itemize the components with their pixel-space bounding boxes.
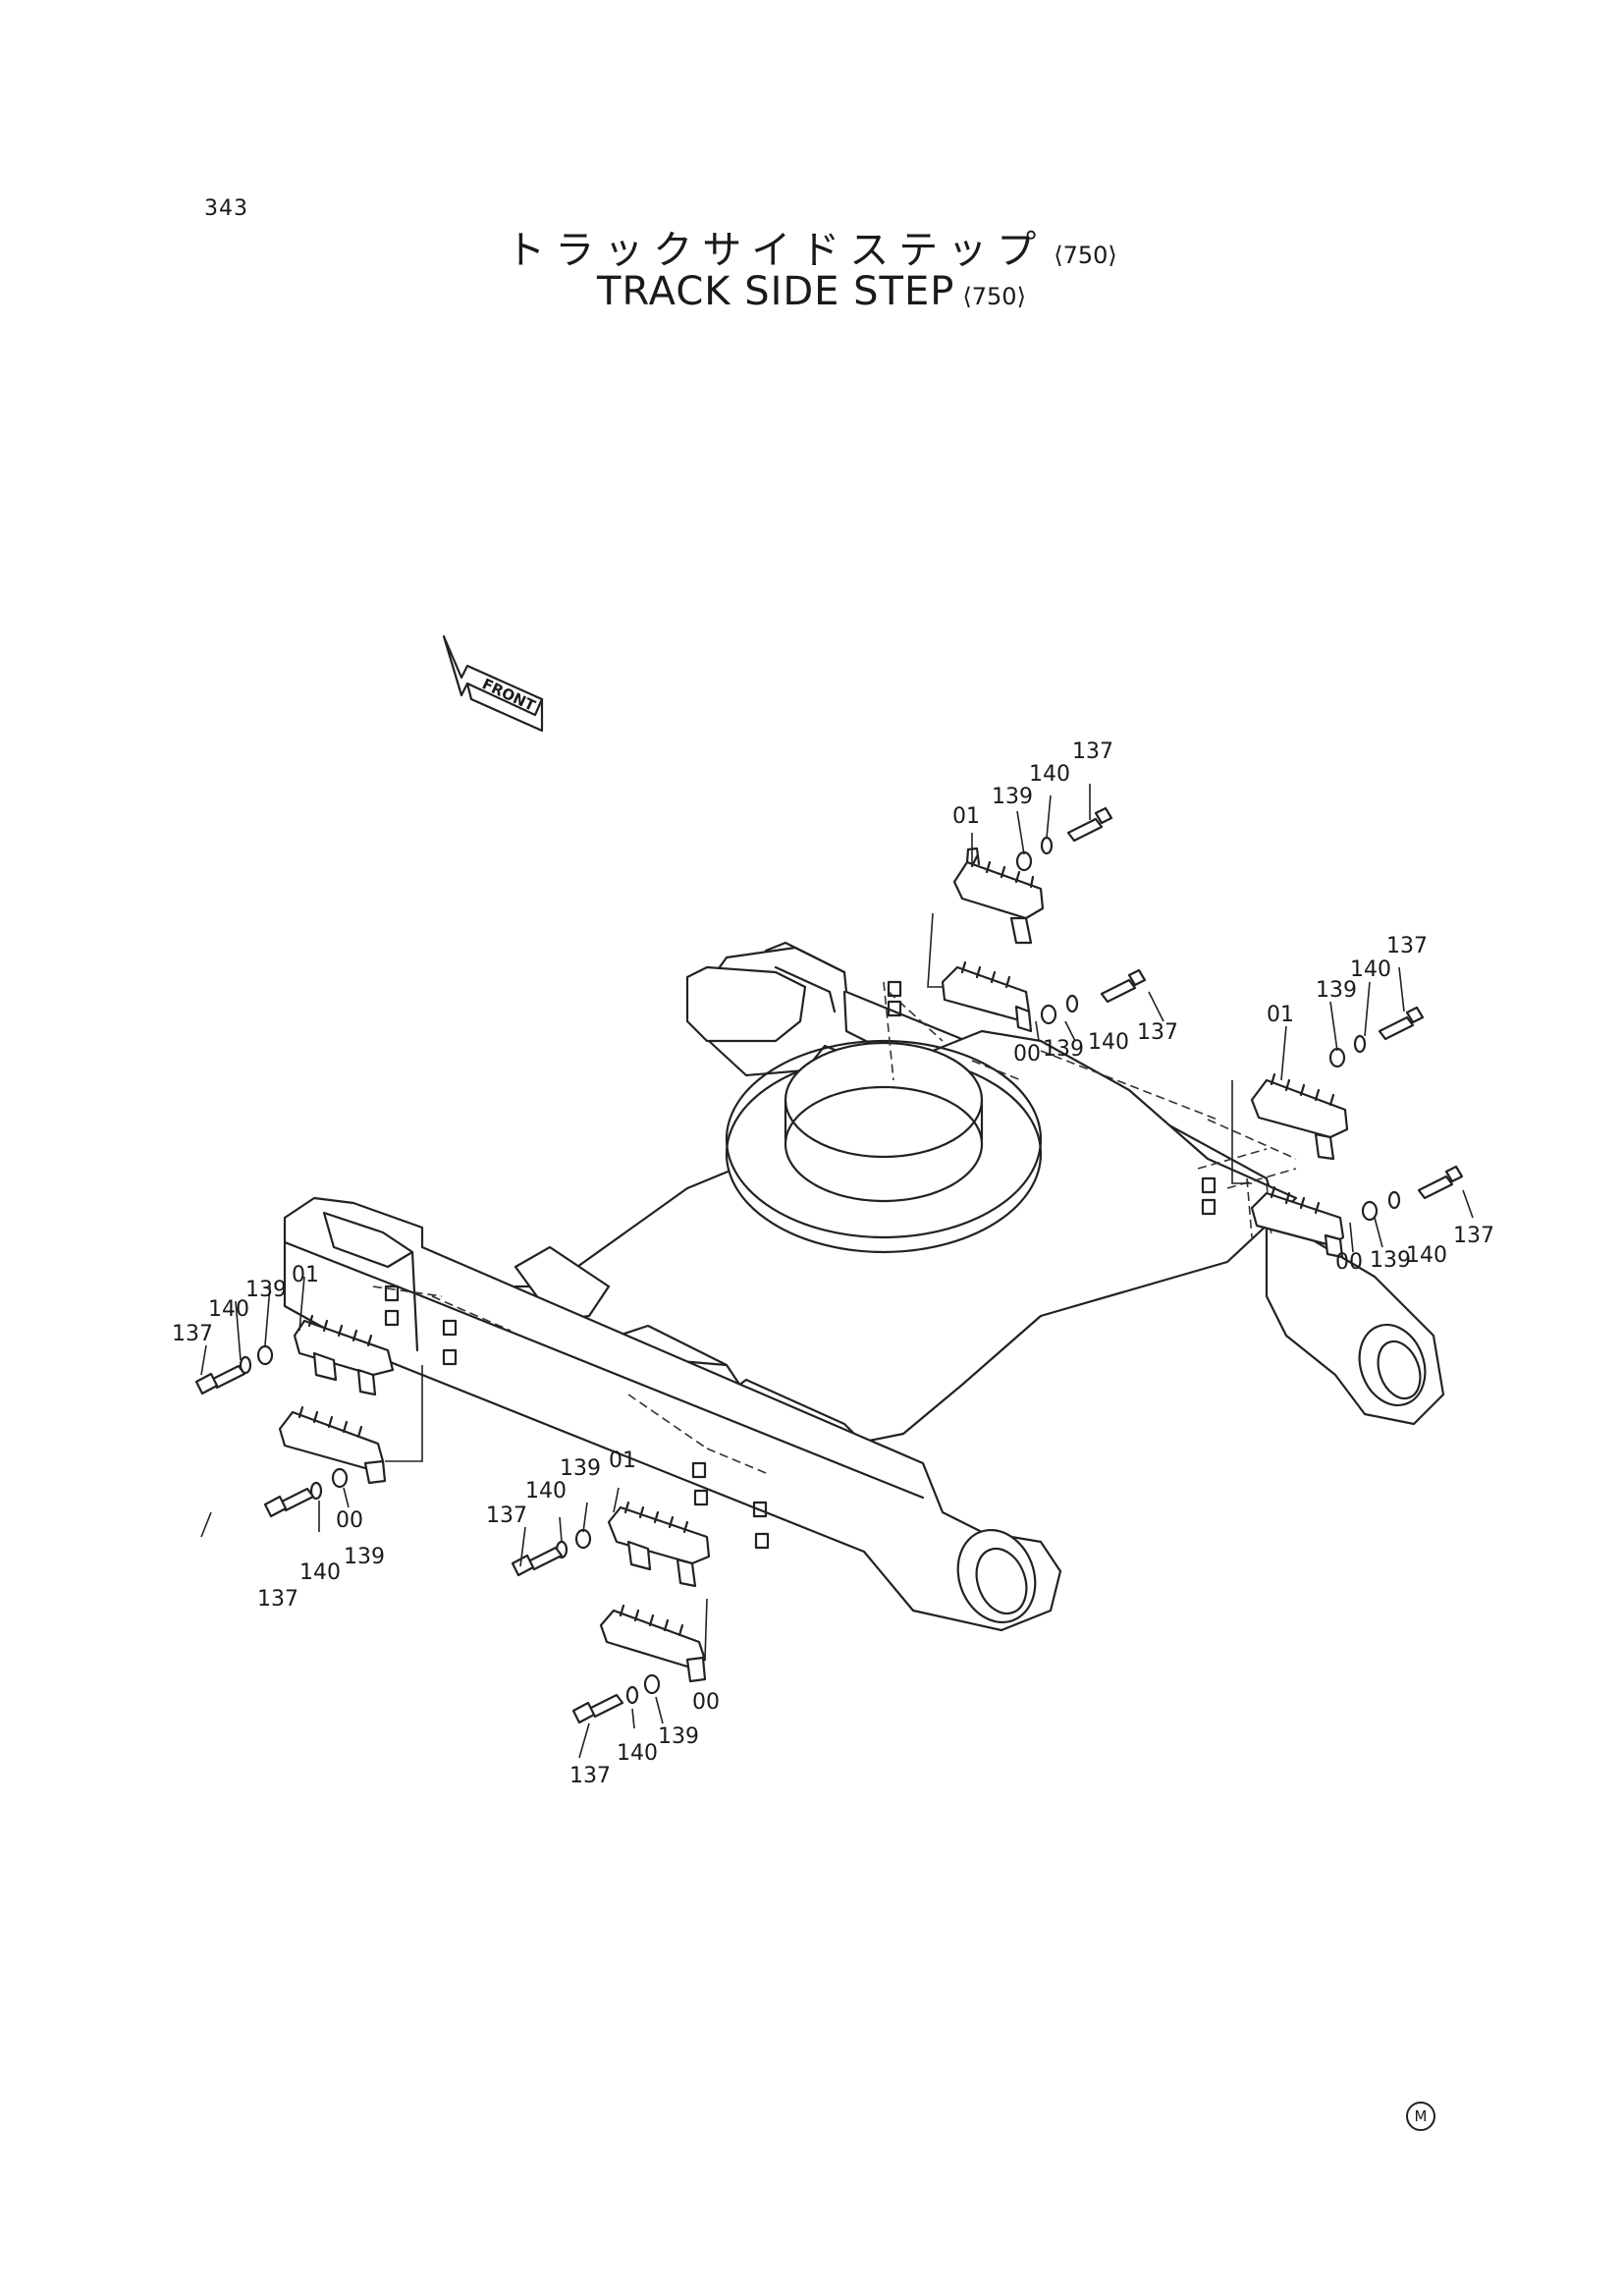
frame-mount-blocks [384, 980, 1217, 1550]
front-arrow-icon: FRONT [442, 634, 544, 733]
callout-r-mid-137: 137 [1453, 1224, 1494, 1248]
corner-mark: M [1406, 2102, 1435, 2131]
callout-tr-top-139: 139 [992, 785, 1033, 809]
callout-l-bot-137: 137 [257, 1587, 298, 1612]
fasteners [194, 806, 1464, 1724]
callout-c-bot-139: 139 [658, 1724, 699, 1749]
step-bracket-c-upper [607, 1501, 711, 1588]
callout-l-bot-00: 00 [336, 1508, 363, 1533]
callout-l-top-01: 01 [292, 1263, 319, 1287]
step-bracket-l-lower [278, 1405, 387, 1485]
callout-tr-mid-139: 139 [1043, 1037, 1084, 1062]
page-number: 343 [204, 196, 248, 221]
callout-c-top-139: 139 [560, 1456, 601, 1481]
title-jp-suffix: ⟨750⟩ [1054, 242, 1117, 269]
callout-tr-mid-00: 00 [1013, 1042, 1041, 1066]
callout-r-top-137: 137 [1386, 934, 1428, 958]
callout-tr-mid-137: 137 [1137, 1020, 1178, 1045]
callout-l-bot-140: 140 [299, 1560, 341, 1585]
callout-c-bot-140: 140 [617, 1741, 658, 1766]
callout-tr-top-01: 01 [952, 804, 980, 829]
callout-r-top-01: 01 [1267, 1003, 1294, 1027]
callout-c-bot-137: 137 [569, 1764, 611, 1788]
title-en-text: TRACK SIDE STEP [597, 269, 955, 314]
callout-l-top-139: 139 [245, 1278, 287, 1302]
callout-c-top-01: 01 [609, 1449, 636, 1473]
front-label: FRONT [479, 675, 538, 715]
title-japanese: トラックサイドステップ ⟨750⟩ [0, 218, 1623, 275]
callout-tr-top-140: 140 [1029, 762, 1070, 787]
callout-r-mid-00: 00 [1335, 1250, 1363, 1275]
callout-labels: 01 139 140 137 00 139 140 137 01 139 140… [172, 739, 1494, 1788]
leader-lines [200, 784, 1474, 1759]
step-bracket-r-lower [1250, 1185, 1345, 1259]
step-bracket-l-upper [293, 1314, 395, 1396]
callout-r-top-140: 140 [1350, 957, 1391, 982]
callout-c-bot-00: 00 [692, 1690, 720, 1715]
step-bracket-tr-upper [952, 847, 1045, 945]
callout-l-bot-139: 139 [344, 1545, 385, 1569]
callout-tr-mid-140: 140 [1088, 1030, 1129, 1055]
step-bracket-r-upper [1250, 1072, 1349, 1161]
step-bracket-c-lower [599, 1604, 707, 1683]
callout-l-top-140: 140 [208, 1297, 249, 1322]
callout-l-top-137: 137 [172, 1322, 213, 1346]
callout-r-mid-139: 139 [1370, 1248, 1411, 1273]
step-bracket-tr-lower [941, 960, 1033, 1033]
callout-c-top-140: 140 [525, 1479, 567, 1503]
title-en-suffix: ⟨750⟩ [962, 283, 1026, 310]
callout-tr-top-137: 137 [1072, 739, 1113, 764]
title-jp-text: トラックサイドステップ [506, 228, 1047, 273]
callout-r-mid-140: 140 [1406, 1243, 1447, 1268]
track-frame [283, 941, 1445, 1632]
callout-c-top-137: 137 [486, 1503, 527, 1528]
callout-r-top-139: 139 [1316, 978, 1357, 1003]
title-english: TRACK SIDE STEP ⟨750⟩ [0, 269, 1623, 314]
